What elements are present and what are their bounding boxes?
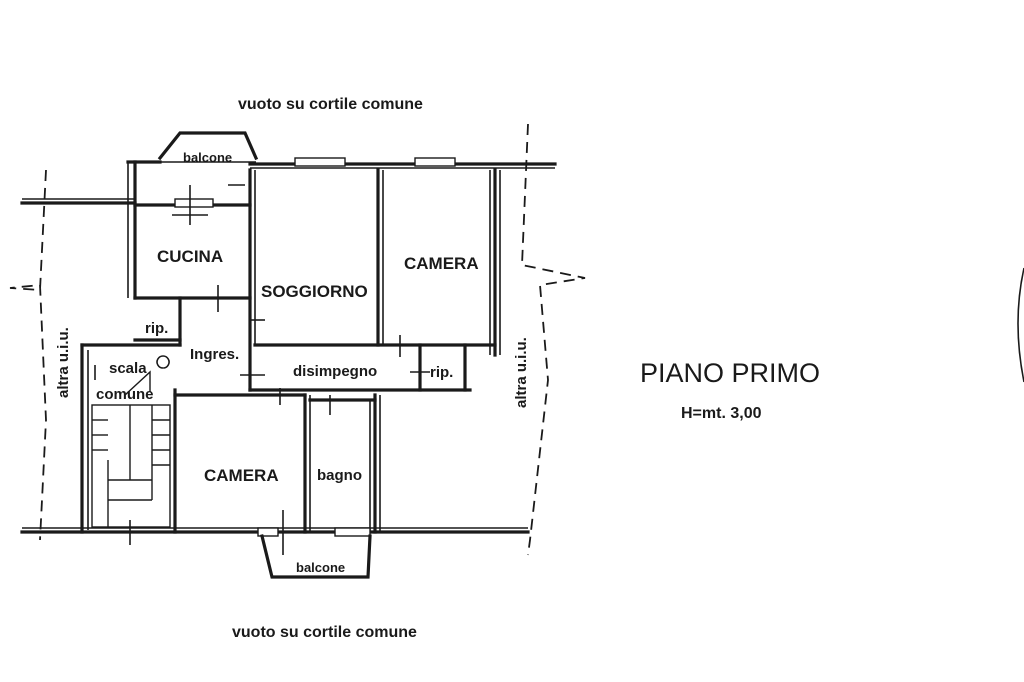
room-soggiorno-label: SOGGIORNO bbox=[261, 282, 368, 301]
north-arrow-fragment bbox=[1017, 267, 1024, 383]
room-rip-left-label: rip. bbox=[145, 320, 168, 337]
room-camera-top-label: CAMERA bbox=[404, 254, 479, 273]
door-marks bbox=[94, 184, 430, 555]
room-disimpegno-label: disimpegno bbox=[293, 363, 377, 380]
balcony-bottom bbox=[260, 534, 372, 579]
balcony-top bbox=[157, 131, 259, 163]
floor-height-note: H=mt. 3,00 bbox=[681, 405, 762, 422]
dashed-boundaries bbox=[9, 123, 586, 556]
top-courtyard-label: vuoto su cortile comune bbox=[238, 96, 423, 113]
room-rip-right-label: rip. bbox=[430, 364, 453, 381]
floor-title: PIANO PRIMO bbox=[640, 358, 820, 388]
balcony-top-label: balcone bbox=[183, 150, 232, 165]
side-right-label: altra u.i.u. bbox=[513, 337, 530, 408]
balcony-bottom-label: balcone bbox=[296, 560, 345, 575]
room-bagno-label: bagno bbox=[317, 467, 362, 484]
room-comune-label: comune bbox=[96, 386, 154, 403]
room-camera-bottom-label: CAMERA bbox=[204, 466, 279, 485]
side-left-label: altra u.i.u. bbox=[55, 327, 72, 398]
room-cucina-label: CUCINA bbox=[157, 247, 223, 266]
room-ingres-label: Ingres. bbox=[190, 346, 239, 363]
boundary-lines bbox=[20, 162, 557, 534]
staircase bbox=[91, 370, 171, 528]
room-scala-label: scala bbox=[109, 360, 147, 377]
bottom-courtyard-label: vuoto su cortile comune bbox=[232, 624, 417, 641]
apartment-walls bbox=[80, 160, 501, 534]
windows bbox=[174, 157, 456, 537]
